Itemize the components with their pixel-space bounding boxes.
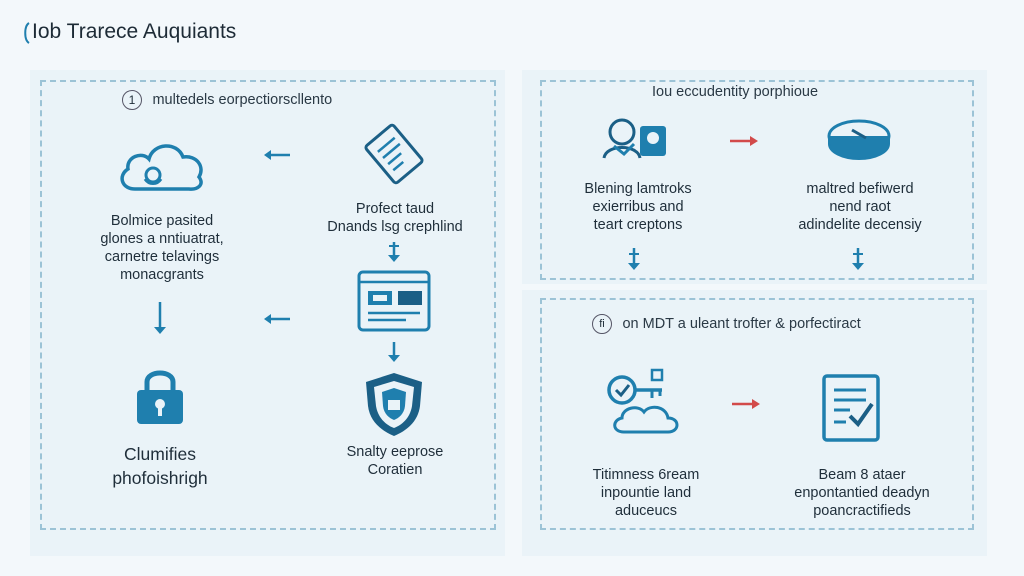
title-mark-icon	[24, 22, 30, 44]
arrow-down-3	[154, 302, 166, 334]
right-bottom-panel	[522, 290, 987, 556]
shield-node-text: Snalty eeprose Coratien	[346, 444, 444, 478]
left-panel-title: multedels eorpectiorscllento	[152, 92, 333, 108]
step-marker: 1	[122, 90, 142, 110]
arrow-down-2	[388, 342, 400, 362]
page-title: Iob Trarece Auquiants	[32, 20, 237, 43]
right-top-panel-frame	[540, 80, 974, 280]
arrow-right-red-1	[730, 136, 758, 146]
right-bottom-title: on MDT a uleant trofter & porfectiract	[622, 316, 861, 332]
screen-icon	[357, 270, 431, 332]
arrow-right-red-2	[732, 399, 760, 409]
right-bottom-panel-header: fi on MDT a uleant trofter & porfectirac…	[592, 314, 861, 334]
cloud-icon	[120, 144, 203, 191]
document-node-text: Profect taud Dnands lsg crephlind	[327, 201, 463, 235]
right-top-title: Iou eccudentity porphioue	[652, 84, 819, 100]
lock-icon	[137, 370, 183, 424]
shield-icon	[366, 373, 422, 436]
arrow-down-5	[852, 248, 864, 270]
left-panel-header: 1 multedels eorpectiorscllento	[122, 90, 332, 112]
right-top-panel	[522, 70, 987, 284]
arrow-left-1	[264, 150, 290, 160]
step-marker: fi	[592, 314, 612, 334]
people-node-text: Blening lamtroks exierribus and teart cr…	[584, 181, 692, 233]
disc-icon	[827, 119, 891, 161]
document-icon	[364, 123, 424, 185]
arrow-down-1	[388, 242, 400, 262]
lock-node-text: Clumifies phofoishrigh	[112, 444, 208, 488]
arrow-left-2	[264, 314, 290, 324]
checklist-icon	[822, 374, 880, 442]
key-cloud-icon	[607, 368, 679, 434]
cloud-node-text: Bolmice pasited glones a nntiuatrat, car…	[100, 213, 224, 283]
people-icon	[602, 118, 666, 159]
checklist-node-text: Beam 8 ataer enpontantied deadyn poancra…	[794, 467, 930, 519]
arrow-down-4	[628, 248, 640, 270]
left-panel-frame	[40, 80, 496, 530]
right-bottom-panel-frame	[540, 298, 974, 530]
disc-node-text: maltred befiwerd nend raot adindelite de…	[798, 181, 922, 233]
key-cloud-node-text: Titimness 6ream inpountie land aduceucs	[592, 467, 700, 519]
